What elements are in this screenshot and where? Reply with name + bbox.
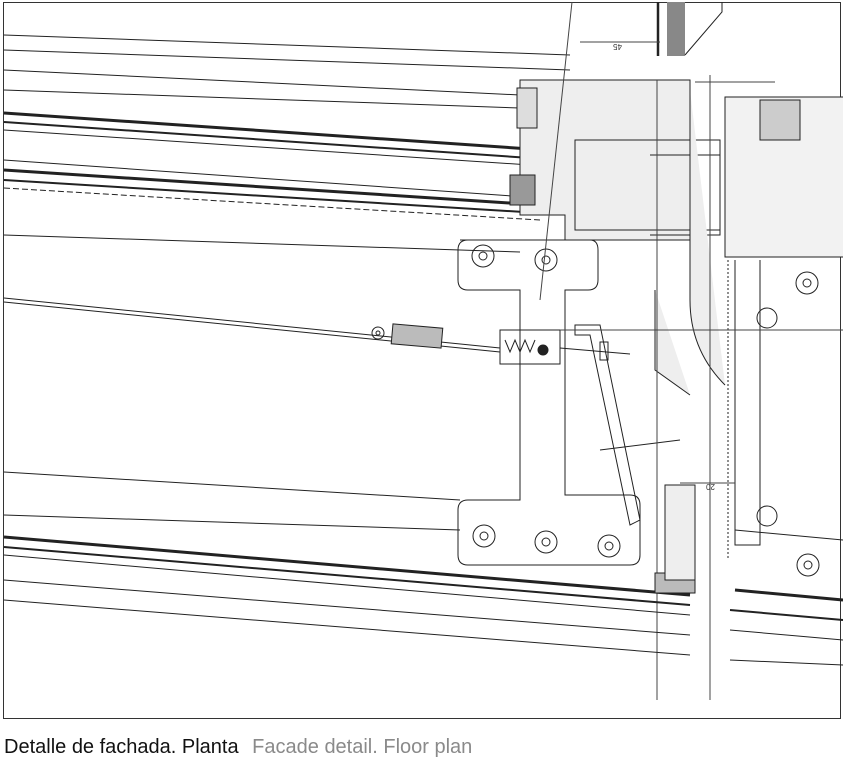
wall-section: [667, 2, 685, 56]
tension-rod: [4, 298, 630, 364]
caption-spanish: Detalle de fachada. Planta: [4, 736, 239, 758]
bolt: [598, 535, 620, 557]
bolt: [472, 245, 494, 267]
spider-bracket: [458, 240, 680, 565]
bolt: [535, 531, 557, 553]
lower-glass-panel: [4, 472, 695, 655]
caption-english: Facade detail. Floor plan: [252, 736, 473, 758]
right-profile: [725, 97, 843, 665]
upper-glass-panel: [4, 35, 570, 252]
grid-axes: [540, 2, 843, 700]
mullion-profile: [510, 80, 725, 395]
dimension-label-45: 45: [613, 42, 622, 51]
drawing-frame: [4, 3, 841, 719]
figure-caption: Detalle de fachada. Planta Facade detail…: [4, 736, 472, 759]
bolt: [535, 249, 557, 271]
facade-detail-drawing: 45 20: [0, 0, 843, 722]
bolt: [473, 525, 495, 547]
dimension-label-20: 20: [706, 482, 715, 491]
